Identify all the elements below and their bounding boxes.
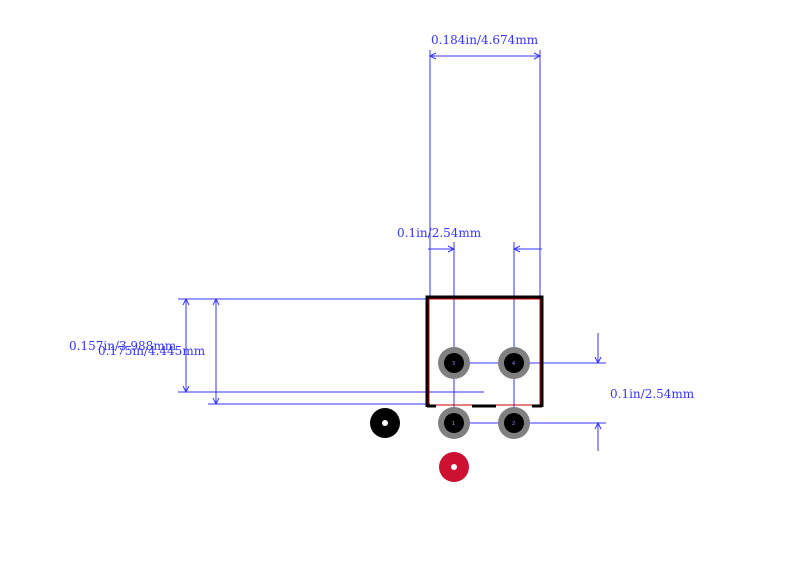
pad-3: 3 [438,347,470,379]
dimension-top-width-label: 0.184in/4.674mm [431,33,539,47]
pin1-marker-black [370,408,400,438]
dimension-pitch-horizontal-label: 0.1in/2.54mm [397,226,482,240]
pad-1: 1 [438,407,470,439]
origin-marker-red [439,452,469,482]
dimension-pitch-horizontal [428,242,542,430]
dimension-height-inner-label: 0.157in/3.988mm [69,339,177,353]
pad-2: 2 [498,407,530,439]
pad-2-label: 2 [512,421,515,427]
pad-4: 4 [498,347,530,379]
dimension-top-width [428,50,542,297]
package-outline [425,295,544,408]
pad-1-label: 1 [452,421,455,427]
dimension-height-outer-label: 0.175in/4.445mm [98,344,206,358]
dimension-height [178,297,484,406]
pad-4-label: 4 [512,361,515,367]
dimension-pitch-vertical-label: 0.1in/2.54mm [610,387,695,401]
pad-3-label: 3 [452,361,455,367]
